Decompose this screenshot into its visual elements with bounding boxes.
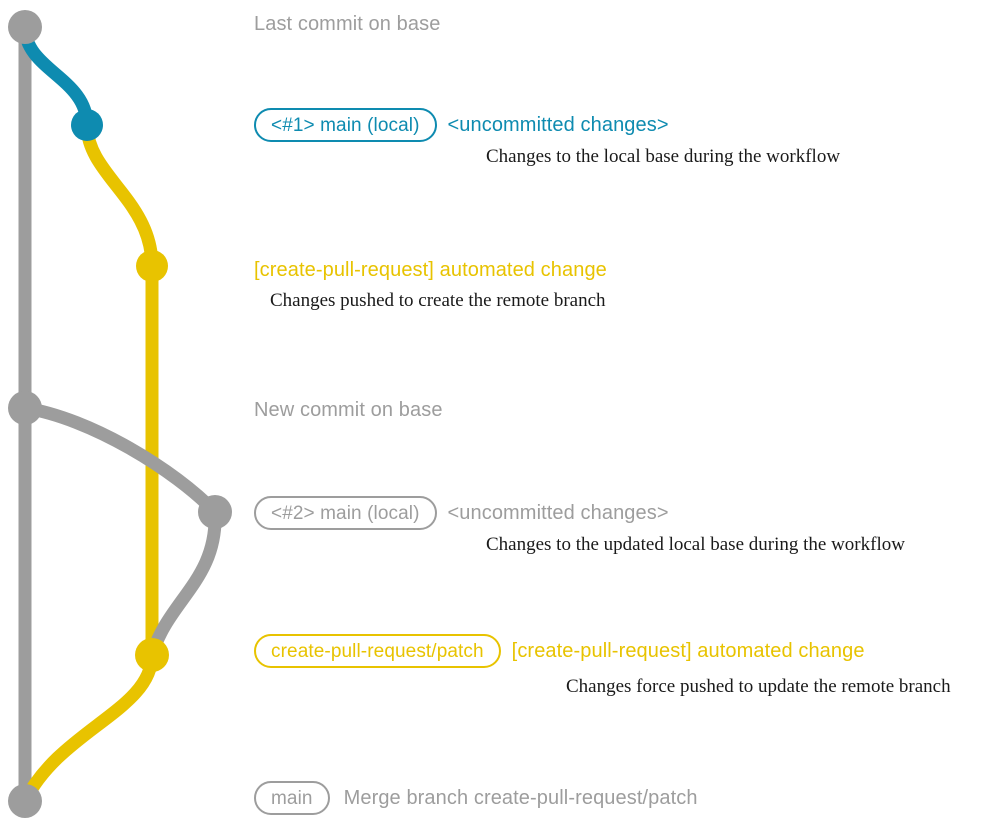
commit-description-2: Changes pushed to create the remote bran… <box>270 290 606 311</box>
commit-row-automated-change-create: [create-pull-request] automated change <box>0 253 981 287</box>
commit-node-patch-2[interactable] <box>135 638 169 672</box>
commit-row-local-uncommitted-1: <#1> main (local) <uncommitted changes> <box>0 108 981 142</box>
branch-pill-create-pull-request-patch[interactable]: create-pull-request/patch <box>254 634 501 668</box>
commit-row-automated-change-update: create-pull-request/patch [create-pull-r… <box>0 634 981 668</box>
commit-node-merge[interactable] <box>8 784 42 818</box>
commit-label-new-commit-on-base: New commit on base <box>254 399 443 421</box>
branch-pill-main[interactable]: main <box>254 781 330 815</box>
updated-local-to-patch-edge <box>145 505 222 662</box>
commit-title-automated-change-update: [create-pull-request] automated change <box>511 640 865 662</box>
commit-title-uncommitted-2: <uncommitted changes> <box>447 502 669 524</box>
commit-row-local-uncommitted-2: <#2> main (local) <uncommitted changes> <box>0 496 981 530</box>
commit-description-4: Changes force pushed to update the remot… <box>566 676 951 697</box>
commit-label-last-commit-on-base: Last commit on base <box>254 13 441 35</box>
commit-title-automated-change-create: [create-pull-request] automated change <box>254 259 607 281</box>
branch-pill-main-local-2[interactable]: <#2> main (local) <box>254 496 437 530</box>
commit-node-local-2[interactable] <box>198 495 232 529</box>
commit-title-merge-branch: Merge branch create-pull-request/patch <box>343 787 698 809</box>
commit-node-base-1[interactable] <box>8 10 42 44</box>
commit-row-merge-branch: main Merge branch create-pull-request/pa… <box>0 781 981 815</box>
commit-description-1: Changes to the local base during the wor… <box>486 146 841 167</box>
updated-local-branch-edge <box>18 401 222 519</box>
patch-merge-edge <box>18 648 159 808</box>
branch-pill-main-local-1[interactable]: <#1> main (local) <box>254 108 437 142</box>
commit-node-patch-1[interactable] <box>136 250 168 282</box>
commit-title-uncommitted-1: <uncommitted changes> <box>447 114 669 136</box>
commit-description-3: Changes to the updated local base during… <box>486 534 905 555</box>
commit-node-base-2[interactable] <box>8 391 42 425</box>
commit-node-local-1[interactable] <box>71 109 103 141</box>
